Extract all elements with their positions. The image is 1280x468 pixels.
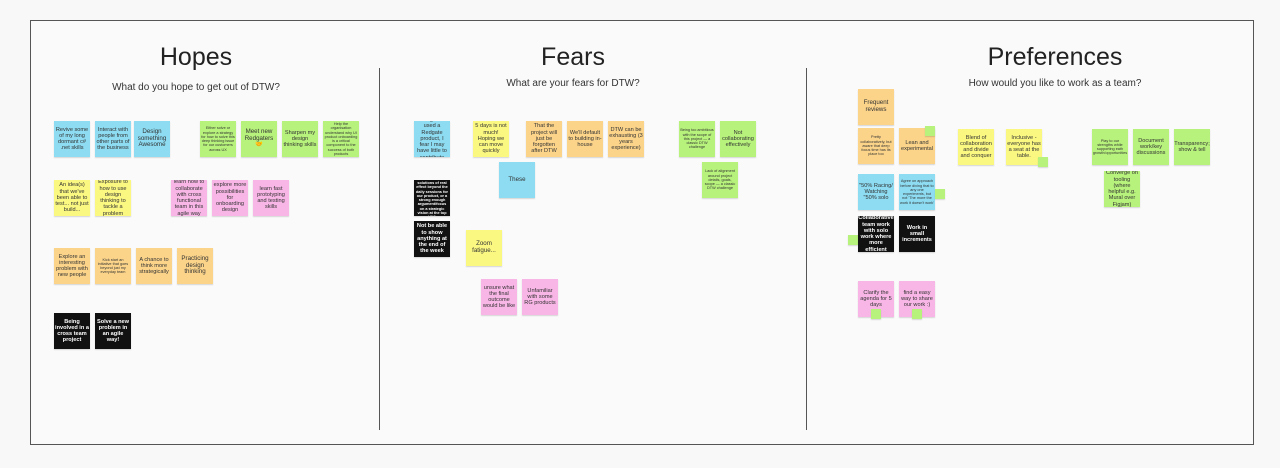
mini-sticky-note[interactable] bbox=[871, 309, 881, 319]
sticky-note[interactable]: Inclusive - everyone has a seat at the t… bbox=[1006, 129, 1042, 165]
sticky-note[interactable]: Help the organisation understand why UI … bbox=[323, 121, 359, 157]
sticky-note[interactable]: learn fast prototyping and testing skill… bbox=[253, 180, 289, 216]
sticky-note[interactable]: Interact with people from other parts of… bbox=[95, 121, 131, 157]
hopes-title: Hopes bbox=[159, 43, 233, 71]
sticky-note[interactable]: Transparency; show & tell bbox=[1174, 129, 1210, 165]
sticky-note[interactable]: A chance to think more strategically bbox=[136, 248, 172, 284]
sticky-note[interactable]: explore more possibilities for onboardin… bbox=[212, 180, 248, 216]
sticky-note[interactable]: Frequent reviews bbox=[858, 89, 894, 125]
sticky-note[interactable]: unsure what the final outcome would be l… bbox=[481, 279, 517, 315]
sticky-note[interactable]: Design something Awesome bbox=[134, 121, 170, 157]
sticky-note[interactable]: Pretty collaboratively, but aware that d… bbox=[858, 128, 894, 164]
sticky-note[interactable]: Not collaborating effectively bbox=[720, 121, 756, 157]
sticky-note[interactable]: "50% Racing/ Watching "50% solo bbox=[858, 174, 894, 210]
sticky-note[interactable]: Solve a new problem in an agile way! bbox=[95, 313, 131, 349]
sticky-note[interactable]: An idea(s) that we've been able to test.… bbox=[54, 180, 90, 216]
sticky-note[interactable]: Meet new Redgaters 🤝 bbox=[241, 121, 277, 157]
fears-subtitle: What are your fears for DTW? bbox=[506, 78, 640, 89]
sticky-note[interactable]: That the project will just be forgotten … bbox=[526, 121, 562, 157]
sticky-note[interactable]: Being involved in a cross team project bbox=[54, 313, 90, 349]
sticky-note[interactable]: Converge on tooling (where helpful e.g. … bbox=[1104, 171, 1140, 207]
sticky-note[interactable]: We'll default to building in-house bbox=[567, 121, 603, 157]
mini-sticky-note[interactable] bbox=[912, 309, 922, 319]
mini-sticky-note[interactable] bbox=[935, 189, 945, 199]
sticky-note[interactable]: Collaborative team work with solo work w… bbox=[858, 216, 894, 252]
column-divider bbox=[379, 68, 380, 430]
sticky-note[interactable]: Blend of collaboration and divide and co… bbox=[958, 129, 994, 165]
sticky-note[interactable]: learn how to collaborate with cross func… bbox=[171, 180, 207, 216]
sticky-note[interactable]: Kick start an initiative that goes beyon… bbox=[95, 248, 131, 284]
sticky-note[interactable]: Sharpen my design thinking skills bbox=[282, 121, 318, 157]
mini-sticky-note[interactable] bbox=[848, 235, 858, 245]
sticky-note[interactable]: Being too ambitious with the scope of th… bbox=[679, 121, 715, 157]
sticky-note[interactable]: Unfamiliar with some RG products bbox=[522, 279, 558, 315]
sticky-note[interactable]: Not be able to show anything at the end … bbox=[414, 221, 450, 257]
sticky-note[interactable]: 5 days is not much! Hoping we can move q… bbox=[473, 121, 509, 157]
mini-sticky-note[interactable] bbox=[1038, 157, 1048, 167]
sticky-note[interactable]: Revive some of my long dormant c# .net s… bbox=[54, 121, 90, 157]
column-divider bbox=[806, 68, 807, 430]
sticky-note[interactable]: Exposure to how to use design thinking t… bbox=[95, 180, 131, 216]
sticky-note[interactable]: find a easy way to share our work :) bbox=[899, 281, 935, 317]
sticky-note[interactable]: Play to our strengths while supporting e… bbox=[1092, 129, 1128, 165]
sticky-note[interactable]: Lack of alignment around project details… bbox=[702, 162, 738, 198]
sticky-note[interactable]: Document work/key discussions bbox=[1133, 129, 1169, 165]
sticky-note[interactable]: There aren't solutions of real effect be… bbox=[414, 180, 450, 216]
sticky-note[interactable]: Explore an interesting problem with new … bbox=[54, 248, 90, 284]
hopes-subtitle: What do you hope to get out of DTW? bbox=[112, 82, 280, 93]
preferences-subtitle: How would you like to work as a team? bbox=[968, 78, 1142, 89]
sticky-note[interactable]: Work in small increments bbox=[899, 216, 935, 252]
sticky-note[interactable]: Either solve or explore a strategy for h… bbox=[200, 121, 236, 157]
mini-sticky-note[interactable] bbox=[925, 126, 935, 136]
preferences-title: Preferences bbox=[987, 43, 1123, 71]
sticky-note[interactable]: Zoom fatigue... bbox=[466, 230, 502, 266]
sticky-note[interactable]: These bbox=[499, 162, 535, 198]
sticky-note[interactable]: Agree on approach before diving that to … bbox=[899, 174, 935, 210]
sticky-note[interactable]: Practicing design thinking bbox=[177, 248, 213, 284]
sticky-note[interactable]: DTW can be exhausting (3 years experienc… bbox=[608, 121, 644, 157]
sticky-note[interactable]: Having never used a Redgate product, I f… bbox=[414, 121, 450, 157]
whiteboard-canvas[interactable]: Hopes What do you hope to get out of DTW… bbox=[30, 20, 1254, 445]
fears-title: Fears bbox=[541, 43, 605, 71]
